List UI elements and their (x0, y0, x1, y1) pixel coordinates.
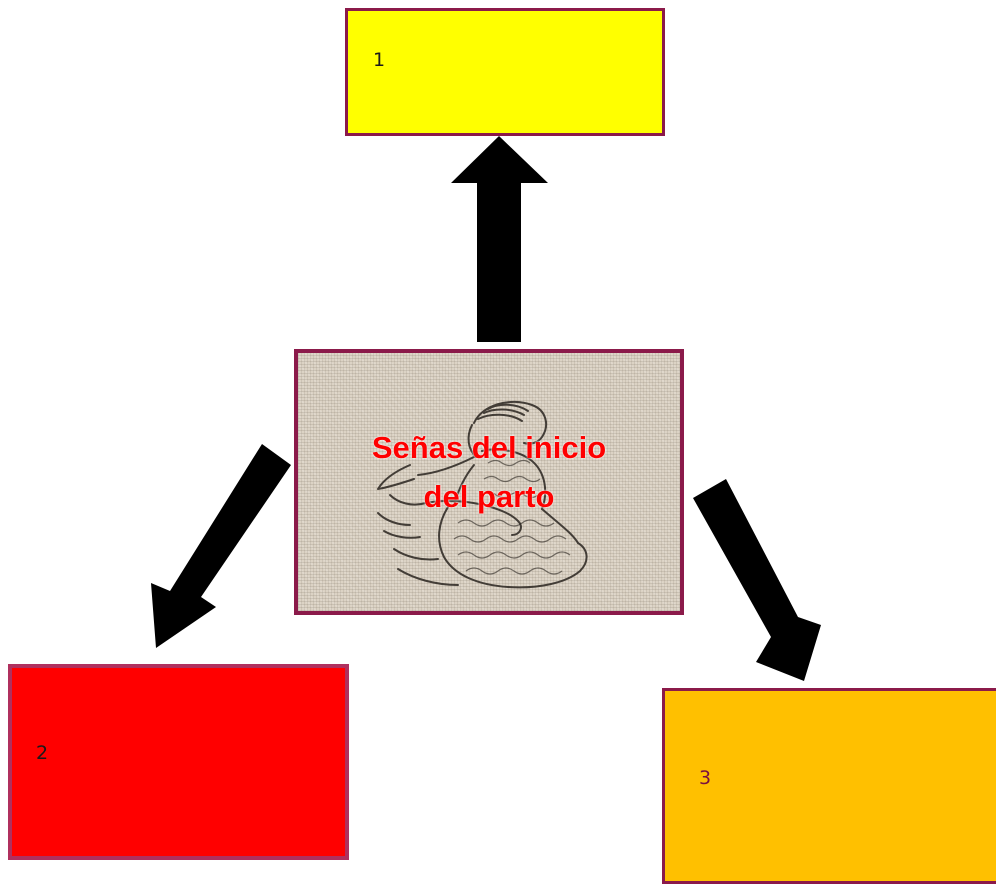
arrow-down-right (693, 479, 821, 681)
box-1-label: 1 (373, 49, 386, 71)
center-title: Señas del inicio del parto (371, 430, 607, 514)
arrow-up (451, 136, 548, 342)
box-3-label: 3 (699, 767, 712, 789)
box-3: 3 (662, 688, 996, 884)
center-box: Señas del inicio del parto (294, 349, 684, 615)
woman-illustration (377, 400, 588, 589)
box-2-label: 2 (36, 742, 49, 764)
box-1: 1 (345, 8, 665, 136)
arrow-down-left (151, 444, 291, 648)
box-2: 2 (8, 664, 349, 860)
